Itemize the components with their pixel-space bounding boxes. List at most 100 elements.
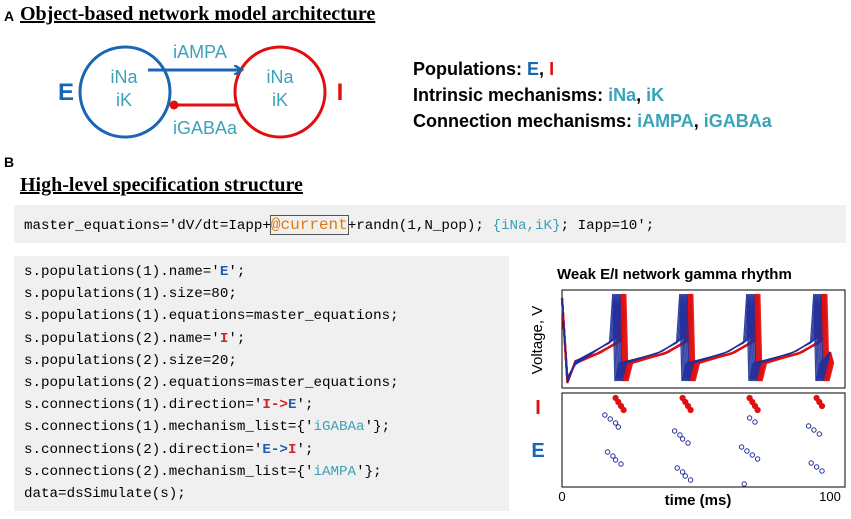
direction-source: I [262,397,271,414]
code-line: s.populations(2).name='I'; [24,328,399,350]
legend-connection: Connection mechanisms: iAMPA, iGABAa [413,108,772,134]
raster-e-label: E [531,440,544,462]
intrinsic-na: iNa [608,85,637,105]
code-text: s.connections(2).direction=' [24,441,263,458]
e-spike-mark [752,419,758,425]
code-token: iAMPA [313,463,357,480]
e-spike-mark [808,460,814,466]
direction-source: E [262,441,271,458]
code-text: s.populations(2).equations=master_equati… [24,374,399,391]
code-text-post: '; [296,441,314,458]
intrinsic-label: Intrinsic mechanisms: [413,85,604,105]
code-text-post: '; [228,330,246,347]
e-spike-mark [741,481,747,487]
intrinsic-sep: , [636,85,642,105]
code-line: s.populations(1).size=80; [24,283,399,305]
code-text-post: '}; [356,463,382,480]
spec-code-box: s.populations(1).name='E';s.populations(… [14,256,509,511]
i-node-ik: iK [272,90,288,110]
code-line: s.populations(1).name='E'; [24,261,399,283]
code-text: s.populations(1).name=' [24,264,220,280]
e-spike-mark [738,444,745,450]
x-axis-label: time (ms) [665,492,732,509]
i-spike-mark [754,406,761,414]
i-node-ina: iNa [266,67,294,87]
e-spike-mark [746,415,753,421]
voltage-traces [560,293,835,384]
code-text: s.populations(1).equations=master_equati… [24,308,399,325]
code-line: s.populations(2).equations=master_equati… [24,372,399,394]
e-spike-mark [813,464,820,470]
e-spike-mark [610,453,616,459]
direction-arrow: -> [270,397,288,414]
i-spike-mark [620,406,627,414]
panel-b-letter: B [4,154,15,170]
populations-sep: , [539,59,545,79]
master-eq-post: ; Iapp=10'; [560,218,655,234]
e-spike-mark [819,468,825,474]
e-spike-mark [674,465,680,471]
gaba-terminal-dot [169,100,179,110]
panel-b-title: High-level specification structure [20,174,303,196]
connection-label: Connection mechanisms: [413,111,633,131]
populations-e: E [527,59,540,79]
e-voltage-trace [561,293,831,382]
code-text-post: '; [228,264,246,280]
e-spike-mark [612,457,619,463]
code-text: s.connections(1).direction=' [24,397,263,414]
direction-target: I [287,441,297,458]
master-eq-mechs: {iNa,iK} [492,218,561,234]
code-line: s.connections(2).direction='E->I'; [24,439,399,461]
connection-ampa: iAMPA [637,111,694,131]
e-node-ik: iK [116,90,132,110]
e-spike-mark [615,424,622,430]
e-spike-mark [682,473,689,479]
panel-a-title: Object-based network model architecture [20,3,376,25]
x-tick-0: 0 [558,489,565,504]
code-token: iGABAa [313,419,365,436]
e-spike-mark [671,428,678,434]
connection-sep: , [693,111,699,131]
e-spike-mark [612,420,619,426]
raster-axes [561,392,846,488]
code-text: s.populations(2).name=' [24,330,220,347]
code-line: data=dsSimulate(s); [24,483,399,505]
master-equation-box: master_equations='dV/dt=Iapp+@current+ra… [14,205,846,243]
e-spike-mark [618,461,624,467]
gaba-label: iGABAa [173,118,238,138]
populations-i: I [549,59,555,79]
panel-a-letter: A [4,8,15,24]
panel-a-legend: Populations: E, I Intrinsic mechanisms: … [413,56,772,134]
direction-arrow: -> [270,441,288,458]
code-line: s.populations(2).size=20; [24,350,399,372]
e-population-circle [78,45,172,139]
e-population-label: E [58,79,74,106]
gamma-rhythm-plot: Voltage, V I E 0 100 time (ms) [529,289,846,509]
e-spike-mark [607,416,613,422]
master-equation-line: master_equations='dV/dt=Iapp+@current+ra… [24,214,654,237]
code-line: s.connections(2).mechanism_list={'iAMPA'… [24,461,399,483]
e-spike-mark [679,469,686,475]
code-text-post: '}; [364,419,391,436]
code-line: s.populations(1).equations=master_equati… [24,305,399,327]
e-spike-mark [816,431,822,437]
e-spike-mark [685,440,691,446]
e-spike-mark [749,452,756,458]
i-spike-mark [818,402,826,410]
connection-gaba: iGABAa [703,111,772,131]
ampa-label: iAMPA [173,42,227,62]
raster-i-label: I [535,397,541,419]
current-placeholder: @current [269,215,349,235]
code-text: s.populations(1).size=80; [24,286,237,303]
network-diagram: iNa iK iNa iK iAMPA iGABAa E I [58,42,343,139]
e-spike-mark [602,412,608,418]
e-spike-mark [687,477,694,483]
intrinsic-k: iK [646,85,665,105]
raster-marks [602,394,826,487]
e-spike-mark [677,432,683,438]
i-population-circle [233,45,327,139]
e-spike-mark [811,427,817,433]
e-spike-mark [679,436,686,442]
voltage-y-label: Voltage, V [529,306,546,374]
populations-label: Populations: [413,59,522,79]
